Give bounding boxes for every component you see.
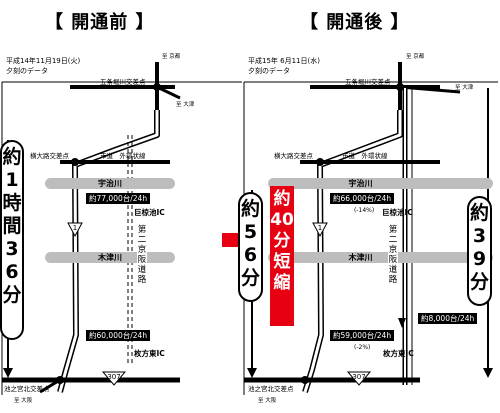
before-map-roads [1, 62, 242, 395]
after-travel-time-route1: 約56分 [238, 192, 263, 302]
after-route-1: 1 [317, 224, 323, 232]
before-second-keihan-label: 第二京阪道路 [137, 225, 147, 285]
after-mimaki-ic: 巨椋池IC [382, 208, 413, 217]
before-route-307: 307 [107, 373, 121, 381]
before-to-osaka: 至 大阪 [14, 398, 33, 404]
after-traffic-upper-pct: (-14%) [354, 207, 375, 214]
after-uji-river: 宇治川 [268, 178, 493, 189]
after-yokoojiro-label: 横大路交差点 [274, 152, 313, 160]
before-uji-river-label: 宇治川 [98, 179, 122, 188]
before-traffic-lower: 約60,000台/24h [86, 330, 151, 341]
after-kizu-river-label: 木津川 [348, 253, 373, 262]
after-traffic-upper: 約66,000台/24h [330, 193, 395, 204]
before-to-otsu: 至 大津 [176, 102, 195, 108]
after-city-road-label: 市道 外環状線 [342, 152, 388, 160]
before-to-kyoto: 至 京都 [162, 54, 181, 60]
after-gojo-horikawa-label: 五条堀川交差点 [345, 78, 391, 86]
after-traffic-lower-pct: (-2%) [354, 344, 371, 351]
before-title: 【 開通前 】 [45, 12, 155, 33]
after-traffic-lower: 約59,000台/24h [330, 330, 395, 341]
before-ikenomiya-label: 池之宮北交差点 [4, 385, 50, 393]
after-kizu-river: 木津川 [268, 252, 493, 263]
after-to-kyoto: 至 京都 [406, 54, 425, 60]
after-travel-time-new: 約39分 [467, 196, 492, 306]
before-kizu-river-label: 木津川 [98, 253, 122, 262]
before-city-road-label: 市道 外環状線 [100, 152, 146, 160]
before-subtitle: 夕刻のデータ [6, 67, 48, 75]
before-yokoojiro-label: 横大路交差点 [30, 152, 69, 160]
after-route-307: 307 [352, 373, 366, 381]
after-date: 平成15年 6月11日(水) [248, 57, 320, 65]
before-gojo-horikawa-label: 五条堀川交差点 [100, 78, 146, 86]
after-to-otsu: 至 大津 [455, 85, 474, 91]
after-ikenomiya-label: 池之宮北交差点 [248, 385, 294, 393]
before-mimaki-ic: 巨椋池IC [134, 208, 165, 217]
after-uji-river-label: 宇治川 [348, 179, 373, 188]
before-hirakata-ic: 枚方東IC [134, 349, 165, 358]
before-uji-river: 宇治川 [45, 178, 175, 189]
after-to-osaka: 至 大阪 [258, 398, 277, 404]
after-second-keihan-label: 第二京阪道路 [388, 225, 398, 285]
before-date: 平成14年11月19日(火) [6, 57, 81, 65]
after-hirakata-ic: 枚方東IC [383, 349, 414, 358]
before-traffic-upper: 約77,000台/24h [86, 193, 151, 204]
before-kizu-river: 木津川 [45, 252, 175, 263]
before-travel-time: 約1時間36分 [0, 140, 24, 340]
before-route-1: 1 [72, 224, 78, 232]
reduction-badge: 約40分短縮 [270, 186, 294, 326]
after-map-roads [243, 62, 498, 395]
after-title: 【 開通後 】 [300, 12, 410, 33]
after-subtitle: 夕刻のデータ [248, 67, 290, 75]
after-traffic-new: 約8,000台/24h [418, 313, 478, 324]
